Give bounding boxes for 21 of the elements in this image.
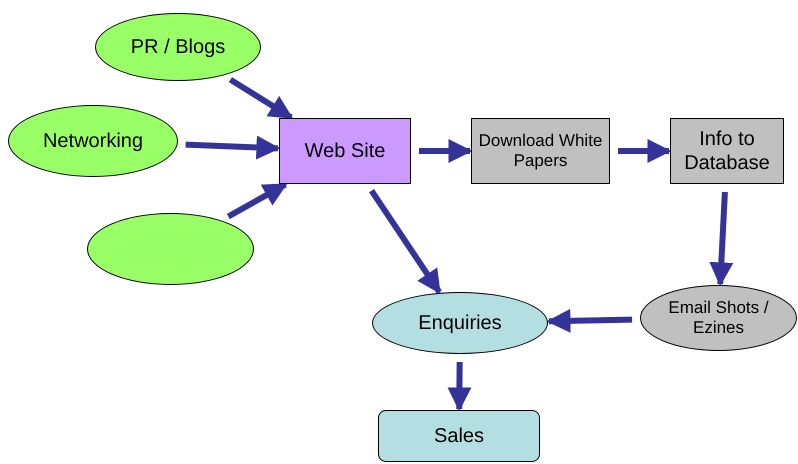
node-label: Download White Papers [478,130,604,172]
node-label: PR / Blogs [130,35,226,59]
arrow [447,362,472,412]
arrow [419,139,472,163]
node-label: Enquiries [418,311,502,335]
node-label: Networking [42,129,144,153]
arrow [226,182,288,220]
process-box [670,118,784,184]
process-box [279,118,411,184]
node-label: Info to Database [683,127,771,175]
arrow [369,188,442,294]
arrow [618,139,672,163]
arrow [186,136,280,160]
arrow [709,192,734,286]
node-label: Email Shots / Ezines [667,298,770,338]
arrow [546,308,632,333]
process-box [378,410,540,462]
node-label: Web Site [304,139,386,163]
arrow [228,77,294,120]
node-label: Sales [434,424,484,448]
process-box [471,118,610,184]
